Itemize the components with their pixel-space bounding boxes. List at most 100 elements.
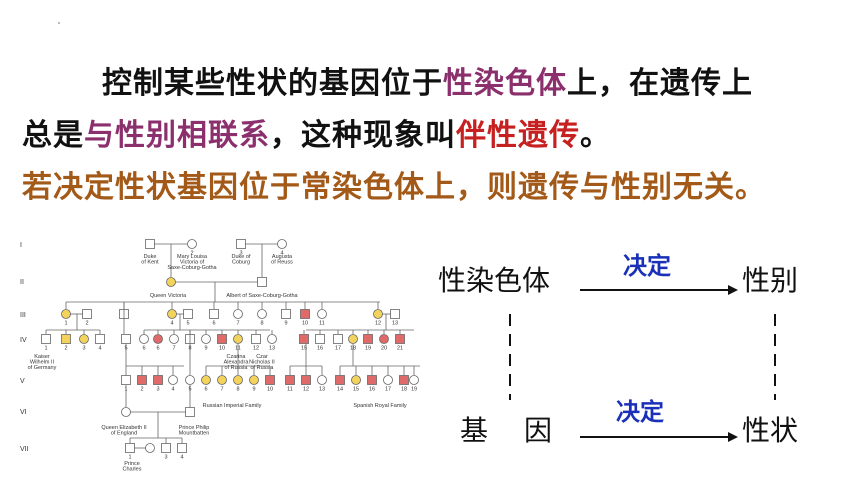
pedigree-label: Russian Imperial Family — [203, 403, 262, 409]
pedigree-number: 4 — [280, 251, 283, 257]
text-segment: 总是 — [22, 118, 84, 153]
pedigree-number: 10 — [267, 387, 273, 393]
pedigree-female — [185, 375, 195, 385]
generation-label: III — [20, 312, 26, 319]
pedigree-number: 3 — [164, 455, 167, 461]
generation-label: I — [20, 242, 22, 249]
generation-label: VI — [20, 409, 27, 416]
pedigree-male — [301, 375, 311, 385]
pedigree-number: 3 — [156, 387, 159, 393]
pedigree-number: 12 — [253, 346, 259, 352]
pedigree-number: 10 — [302, 321, 308, 327]
concept-decide-bottom: 决定 — [616, 397, 664, 426]
pedigree-number: 13 — [269, 346, 275, 352]
pedigree-number: 1 — [64, 321, 67, 327]
pedigree-male — [41, 334, 51, 344]
concept-gene-1: 基 — [460, 414, 488, 447]
pedigree-number: 4 — [170, 321, 173, 327]
pedigree-male — [257, 277, 267, 287]
pedigree-female — [233, 334, 243, 344]
highlight-sex-chromosome: 性染色体 — [443, 66, 567, 101]
pedigree-number: 2 — [85, 321, 88, 327]
highlight-sex-linked: 伴性遗传 — [456, 118, 580, 153]
pedigree-number: 9 — [252, 387, 255, 393]
pedigree-male — [183, 309, 193, 319]
pedigree-number: 7 — [236, 321, 239, 327]
pedigree-female — [249, 375, 259, 385]
pedigree-female — [267, 334, 277, 344]
pedigree-male — [300, 309, 310, 319]
generation-label: V — [20, 378, 25, 385]
pedigree-male — [315, 334, 325, 344]
pedigree-male — [82, 309, 92, 319]
pedigree-number: 11 — [287, 387, 293, 393]
pedigree-label: Spanish Royal Family — [353, 403, 406, 409]
pedigree-number: 4 — [171, 387, 174, 393]
pedigree-number: 7 — [220, 387, 223, 393]
pedigree-number: 15 — [301, 346, 307, 352]
pedigree-female — [317, 309, 327, 319]
pedigree-number: 5 — [186, 321, 189, 327]
pedigree-female — [257, 309, 267, 319]
pedigree-number: 4 — [180, 455, 183, 461]
pedigree-label: Queen Victoria — [150, 293, 187, 299]
pedigree-female — [61, 309, 71, 319]
pedigree-male — [285, 375, 295, 385]
pedigree-number: 2 — [64, 346, 67, 352]
concept-sex: 性别 — [742, 264, 798, 297]
pedigree-male — [209, 309, 219, 319]
pedigree-number: 6 — [204, 387, 207, 393]
pedigree-female — [201, 375, 211, 385]
pedigree-male — [217, 334, 227, 344]
pedigree-number: 17 — [385, 387, 391, 393]
pedigree-number: 2 — [140, 387, 143, 393]
pedigree-number: 13 — [319, 387, 325, 393]
pedigree-number: 6 — [156, 346, 159, 352]
autosome-note: 若决定性状基因位于常染色体上，则遗传与性别无关。 — [22, 170, 766, 205]
pedigree-number: 13 — [392, 321, 398, 327]
pedigree-number: 1 — [44, 346, 47, 352]
pedigree-male — [185, 407, 195, 417]
pedigree-number: 16 — [369, 387, 375, 393]
pedigree-number: 19 — [411, 387, 417, 393]
pedigree-female — [145, 443, 155, 453]
pedigree-female — [167, 309, 177, 319]
pedigree-female — [201, 334, 211, 344]
pedigree-number: 3 — [239, 251, 242, 257]
pedigree-male — [399, 375, 409, 385]
pedigree-female — [379, 334, 389, 344]
text-segment: 上，在遗传上 — [567, 66, 753, 101]
pedigree-male — [153, 375, 163, 385]
pedigree-female — [317, 375, 327, 385]
pedigree-female — [166, 277, 176, 287]
pedigree-number: 9 — [204, 346, 207, 352]
pedigree-male — [390, 309, 400, 319]
pedigree-male — [137, 375, 147, 385]
pedigree-male — [161, 443, 171, 453]
pedigree-female — [153, 334, 163, 344]
pedigree-number: 9 — [284, 321, 287, 327]
pedigree-male — [95, 334, 105, 344]
pedigree-number: 17 — [335, 346, 341, 352]
pedigree-number: 1 — [128, 455, 131, 461]
pedigree-number: 18 — [401, 387, 407, 393]
generation-label: VII — [20, 446, 29, 453]
pedigree-male — [177, 443, 187, 453]
pedigree-number: 10 — [219, 346, 225, 352]
pedigree-male — [145, 239, 155, 249]
pedigree-number: 21 — [397, 346, 403, 352]
text-segment: ，这种现象叫 — [270, 118, 456, 153]
pedigree-male — [363, 334, 373, 344]
text-segment: 控制某些性状的基因位于 — [102, 66, 443, 101]
pedigree-female — [139, 334, 149, 344]
pedigree-male — [333, 334, 343, 344]
pedigree-label: Albert of Saxe-Coburg-Gotha — [226, 293, 298, 299]
pedigree-male — [335, 375, 345, 385]
